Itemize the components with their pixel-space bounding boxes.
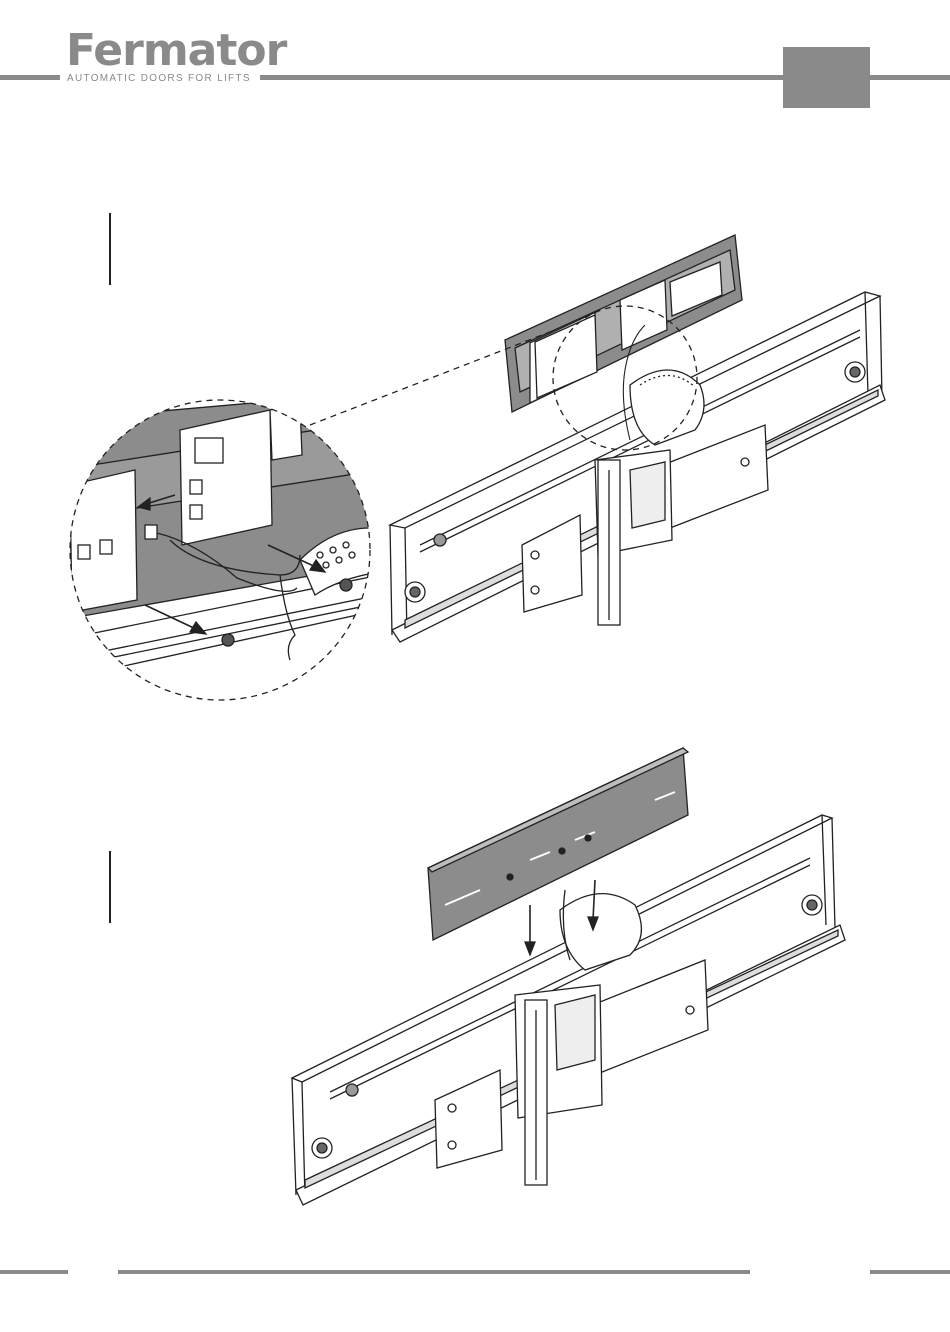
motor-unit-2 — [560, 894, 641, 970]
figure-2 — [292, 748, 845, 1205]
door-hanger-left-2 — [435, 1070, 502, 1168]
figure-1 — [310, 235, 885, 642]
door-hanger-left — [522, 515, 582, 612]
footer-rule-right — [870, 1270, 950, 1274]
mounting-plate — [428, 748, 688, 940]
motor-unit — [630, 370, 704, 445]
figure-1-detail — [60, 390, 400, 680]
footer-rule-left — [0, 1270, 68, 1274]
footer-rule-center — [118, 1270, 750, 1274]
